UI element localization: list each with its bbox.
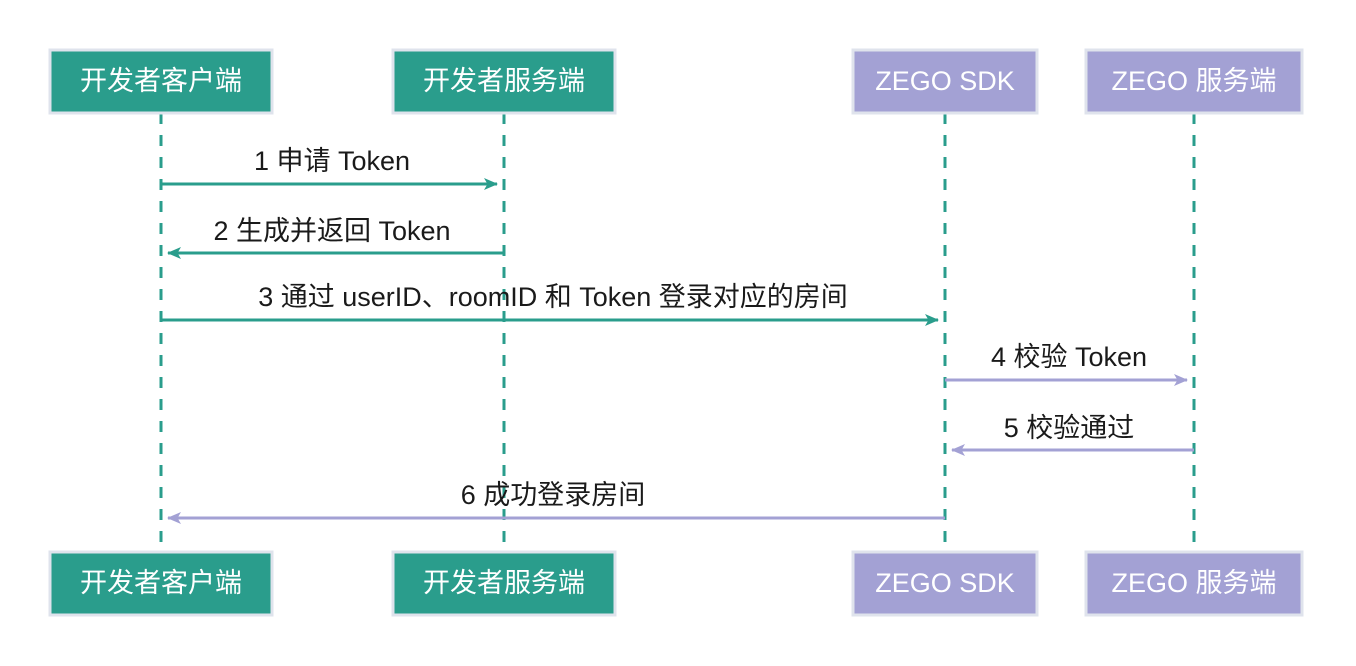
participant-label-zego-server-top: ZEGO 服务端 bbox=[1111, 66, 1276, 96]
participant-rect bbox=[851, 48, 1039, 115]
message-1-label: 1 申请 Token bbox=[254, 146, 410, 176]
participant-rect bbox=[48, 48, 274, 115]
participant-rect bbox=[1084, 48, 1304, 115]
participant-label-dev-client-top: 开发者客户端 bbox=[80, 66, 242, 96]
message-6[interactable]: 6 成功登录房间 bbox=[167, 480, 945, 524]
participant-box-bottom-dev-client[interactable]: 开发者客户端 bbox=[48, 550, 274, 617]
participant-rect bbox=[391, 550, 617, 617]
message-3-label: 3 通过 userID、roomID 和 Token 登录对应的房间 bbox=[258, 282, 848, 312]
participant-label-dev-server-bottom: 开发者服务端 bbox=[423, 568, 585, 598]
message-2-label: 2 生成并返回 Token bbox=[213, 216, 450, 246]
lifelines-group bbox=[159, 113, 1196, 552]
participant-box-bottom-dev-server[interactable]: 开发者服务端 bbox=[391, 550, 617, 617]
participant-label-zego-server-bottom: ZEGO 服务端 bbox=[1111, 568, 1276, 598]
participant-rect bbox=[1084, 550, 1304, 617]
participant-label-zego-sdk-bottom: ZEGO SDK bbox=[875, 568, 1015, 598]
participant-box-bottom-zego-server[interactable]: ZEGO 服务端 bbox=[1084, 550, 1304, 617]
participant-box-top-zego-server[interactable]: ZEGO 服务端 bbox=[1084, 48, 1304, 115]
message-2[interactable]: 2 生成并返回 Token bbox=[167, 216, 504, 259]
message-5-label: 5 校验通过 bbox=[1004, 413, 1135, 443]
participant-box-top-dev-server[interactable]: 开发者服务端 bbox=[391, 48, 617, 115]
participant-box-bottom-zego-sdk[interactable]: ZEGO SDK bbox=[851, 550, 1039, 617]
participant-box-top-dev-client[interactable]: 开发者客户端 bbox=[48, 48, 274, 115]
message-4[interactable]: 4 校验 Token bbox=[945, 342, 1188, 386]
message-4-label: 4 校验 Token bbox=[991, 342, 1147, 372]
participant-rect bbox=[391, 48, 617, 115]
message-1[interactable]: 1 申请 Token bbox=[161, 146, 498, 190]
message-5[interactable]: 5 校验通过 bbox=[951, 413, 1194, 456]
participant-label-dev-client-bottom: 开发者客户端 bbox=[80, 568, 242, 598]
message-6-label: 6 成功登录房间 bbox=[461, 480, 646, 510]
participant-box-top-zego-sdk[interactable]: ZEGO SDK bbox=[851, 48, 1039, 115]
participant-label-zego-sdk-top: ZEGO SDK bbox=[875, 66, 1015, 96]
message-3[interactable]: 3 通过 userID、roomID 和 Token 登录对应的房间 bbox=[161, 282, 939, 326]
participant-rect bbox=[48, 550, 274, 617]
participant-rect bbox=[851, 550, 1039, 617]
participant-label-dev-server-top: 开发者服务端 bbox=[423, 66, 585, 96]
